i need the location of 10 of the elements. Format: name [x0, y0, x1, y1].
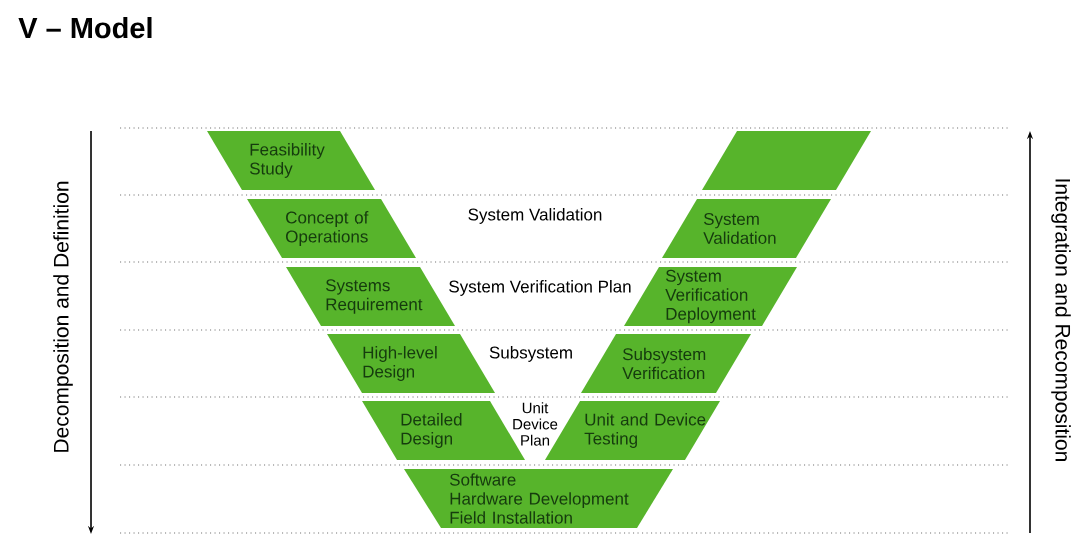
parallelogram-band: Concept of Operations — [247, 199, 416, 258]
axis-label: Integration and Recomposition — [1051, 179, 1071, 461]
parallelogram-band: Feasibility Study — [207, 131, 375, 190]
parallelogram-band: System Validation — [662, 199, 831, 258]
row-label: System Validation — [468, 208, 602, 224]
axis-label: Decomposition and Definition — [53, 181, 73, 452]
title: V – Model — [18, 17, 152, 39]
trapezoid-band: Software Hardware Development Field Installation — [404, 469, 673, 528]
parallelogram-band: Subsystem Verification — [581, 334, 751, 393]
parallelogram-band — [702, 131, 871, 190]
